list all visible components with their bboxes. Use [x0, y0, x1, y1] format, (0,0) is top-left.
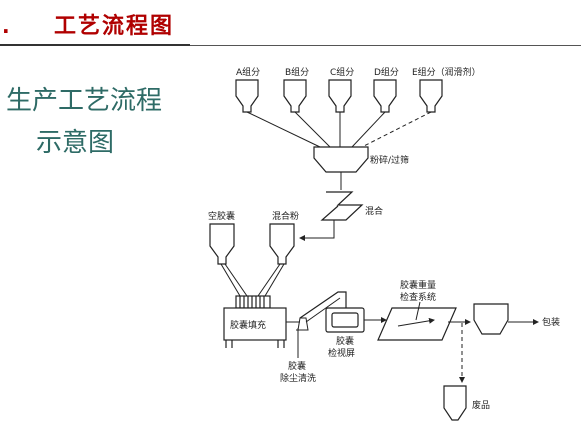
label-component-a: A组分 [236, 66, 260, 78]
title-bullet: . [2, 14, 10, 38]
dust-cleaner [296, 317, 309, 331]
feed-line-e [361, 111, 432, 148]
hopper-d [373, 79, 397, 113]
capsule-filling-machine [223, 295, 287, 348]
mixer [320, 191, 364, 221]
reject-line [456, 321, 465, 383]
title-underline-light [190, 45, 581, 46]
hopper-e [419, 79, 443, 113]
powder-feed-line-2 [264, 263, 285, 297]
title-underline-dark [0, 44, 190, 46]
hopper-mixed-powder [269, 223, 295, 265]
label-component-b: B组分 [285, 66, 309, 78]
label-mix: 混合 [365, 205, 383, 217]
capsule-feed-line-1 [220, 263, 241, 297]
label-weight-check-2: 检查系统 [400, 291, 436, 303]
title-bar: . 工艺流程图 [0, 0, 581, 48]
crusher-sieve [313, 146, 369, 173]
feed-line-d [351, 111, 386, 148]
label-inspection-1: 胶囊 [336, 335, 354, 347]
label-mixed-powder: 混合粉 [272, 210, 299, 222]
waste-bin [443, 385, 467, 421]
elevator-conveyor-outer [305, 297, 341, 323]
feed-line-a [246, 111, 321, 148]
weight-check-system [377, 307, 457, 341]
label-packaging: 包装 [542, 316, 560, 328]
hopper-empty-capsule [209, 223, 235, 265]
label-inspection-2: 检视屏 [328, 347, 355, 359]
label-waste: 废品 [472, 399, 490, 411]
packaging-hopper [473, 303, 509, 335]
diagram-caption: 生产工艺流程 示意图 [0, 80, 200, 164]
hopper-b [283, 79, 307, 113]
mixer-to-powder-line [299, 220, 335, 241]
label-weight-check-1: 胶囊重量 [400, 279, 436, 291]
label-component-e: E组分（润滑剂） [412, 66, 481, 78]
hopper-c [328, 79, 352, 113]
feed-line-b [294, 111, 331, 148]
inspection-screen [325, 307, 365, 333]
caption-line-1: 生产工艺流程 [6, 86, 163, 116]
label-component-c: C组分 [330, 66, 354, 78]
label-capsule-filling: 胶囊填充 [230, 319, 266, 331]
hopper-a [235, 79, 259, 113]
label-dust-clean-1: 胶囊 [288, 360, 306, 372]
label-component-d: D组分 [374, 66, 399, 78]
powder-feed-line-1 [257, 263, 281, 297]
capsule-feed-line-2 [224, 263, 248, 297]
caption-line-2: 示意图 [36, 128, 115, 158]
page-title: 工艺流程图 [54, 14, 175, 39]
label-dust-clean-2: 除尘清洗 [280, 372, 316, 384]
label-empty-capsule: 空胶囊 [208, 210, 235, 222]
weight-check-label-leader [415, 301, 421, 321]
elevator-conveyor [299, 291, 347, 319]
label-crush-sieve: 粉碎/过筛 [370, 154, 409, 166]
weight-check-inner-arrow [397, 317, 435, 327]
